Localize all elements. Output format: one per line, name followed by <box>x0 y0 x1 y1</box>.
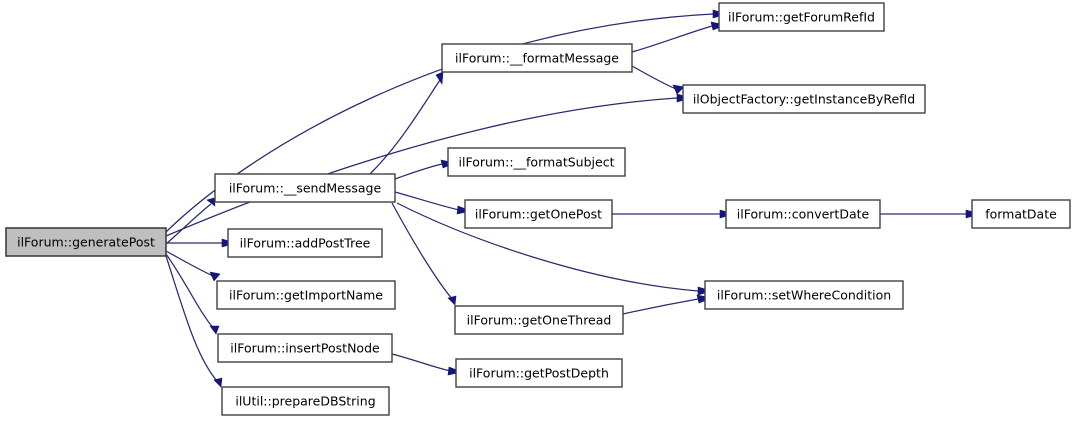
node-box[interactable] <box>217 333 393 363</box>
edge-formatMessage-to-getForumRefId <box>631 21 728 53</box>
edge-line <box>165 97 678 237</box>
edge-sendMessage-to-getOneThread <box>391 202 457 306</box>
node-getImportName[interactable]: ilForum::getImportName <box>216 280 396 310</box>
edge-convertDate-to-formatDate <box>880 209 982 219</box>
arrowhead-icon <box>435 71 444 85</box>
node-getInstanceByRefId[interactable]: ilObjectFactory::getInstanceByRefId <box>682 84 926 114</box>
node-box[interactable] <box>454 305 624 335</box>
arrowhead-icon <box>672 84 685 95</box>
edge-insertPostNode-to-getPostDepth <box>391 353 464 376</box>
nodes-layer: ilForum::generatePost ilForum::__sendMess… <box>5 2 1071 416</box>
edge-generatePost-to-sendMessage <box>165 197 216 245</box>
node-box[interactable] <box>447 147 626 177</box>
node-box[interactable] <box>971 199 1071 229</box>
node-formatSubject[interactable]: ilForum::__formatSubject <box>447 147 626 177</box>
node-getOnePost[interactable]: ilForum::getOnePost <box>464 199 613 229</box>
edge-generatePost-to-prepareDBString <box>165 255 223 388</box>
node-insertPostNode[interactable]: ilForum::insertPostNode <box>217 333 393 363</box>
node-box[interactable] <box>704 280 904 310</box>
edge-sendMessage-to-getOnePost <box>394 191 473 215</box>
node-box[interactable] <box>455 358 623 388</box>
edge-line <box>369 79 441 175</box>
edge-generatePost-to-insertPostNode <box>165 253 220 335</box>
arrowhead-icon <box>209 325 220 335</box>
node-box[interactable] <box>227 228 383 258</box>
node-box[interactable] <box>718 2 885 32</box>
edge-line <box>394 191 460 211</box>
node-getForumRefId[interactable]: ilForum::getForumRefId <box>718 2 885 32</box>
node-setWhereCondition[interactable]: ilForum::setWhereCondition <box>704 280 904 310</box>
edge-line <box>396 202 699 292</box>
node-box[interactable] <box>214 173 396 203</box>
node-getOneThread[interactable]: ilForum::getOneThread <box>454 305 624 335</box>
node-box[interactable] <box>725 199 881 229</box>
node-sendMessage[interactable]: ilForum::__sendMessage <box>214 173 396 203</box>
edge-line <box>391 202 454 301</box>
edge-line <box>165 250 214 277</box>
arrowhead-icon <box>213 377 223 388</box>
node-box[interactable] <box>221 386 390 416</box>
edge-sendMessage-to-formatMessage <box>369 71 444 175</box>
node-box[interactable] <box>441 43 633 73</box>
node-generatePost[interactable]: ilForum::generatePost <box>5 227 167 257</box>
edge-line <box>391 353 451 372</box>
edge-line <box>622 298 699 315</box>
edge-formatMessage-to-getInstanceByRefId <box>631 65 685 95</box>
edge-getOnePost-to-convertDate <box>612 209 736 219</box>
node-addPostTree[interactable]: ilForum::addPostTree <box>227 228 383 258</box>
node-box[interactable] <box>5 227 167 257</box>
edge-getOneThread-to-setWhereCondition <box>622 294 714 315</box>
node-box[interactable] <box>464 199 613 229</box>
edge-line <box>631 25 713 53</box>
edge-line <box>394 163 443 180</box>
edge-sendMessage-to-formatSubject <box>394 159 457 180</box>
edge-generatePost-to-getImportName <box>165 250 221 282</box>
node-box[interactable] <box>216 280 396 310</box>
node-getPostDepth[interactable]: ilForum::getPostDepth <box>455 358 623 388</box>
edge-line <box>165 203 212 245</box>
edge-line <box>165 13 714 233</box>
edge-line <box>165 253 215 330</box>
edge-line <box>631 65 677 90</box>
arrowhead-icon <box>447 295 457 306</box>
node-convertDate[interactable]: ilForum::convertDate <box>725 199 881 229</box>
node-formatMessage[interactable]: ilForum::__formatMessage <box>441 43 633 73</box>
arrowhead-icon <box>209 271 221 282</box>
node-formatDate[interactable]: formatDate <box>971 199 1071 229</box>
node-box[interactable] <box>682 84 926 114</box>
edge-line <box>165 255 219 383</box>
edge-generatePost-to-addPostTree <box>166 238 238 248</box>
edges-layer <box>165 9 982 388</box>
arrowhead-icon <box>206 197 216 207</box>
node-prepareDBString[interactable]: ilUtil::prepareDBString <box>221 386 390 416</box>
